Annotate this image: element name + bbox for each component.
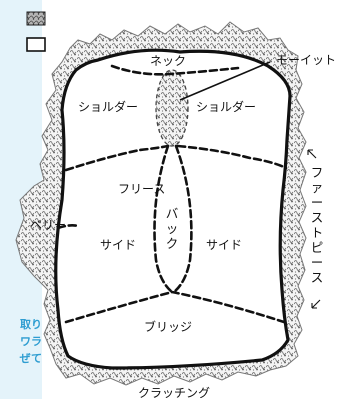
neck-line: [110, 64, 240, 76]
label-fleece: フリース: [118, 182, 166, 196]
label-back: バック: [165, 206, 179, 251]
label-first-pieces: ファーストピース: [310, 165, 324, 285]
label-side-right: サイド: [206, 238, 243, 252]
label-side-left: サイド: [100, 238, 137, 252]
moit-region: [155, 69, 189, 147]
section-lines: [56, 64, 288, 324]
body-swatch: [26, 37, 46, 52]
arrow-down: [311, 299, 321, 309]
label-moit: モーイット: [276, 53, 337, 67]
label-breech: ブリッジ: [144, 320, 193, 334]
label-crutching: クラッチング: [138, 386, 211, 400]
wool-texture-swatch: [26, 11, 46, 26]
shoulder-line-left: [64, 144, 170, 172]
first-piece-arrows: [307, 149, 321, 309]
shoulder-line-right: [176, 144, 288, 170]
side-note-line-2: ワラ: [20, 335, 42, 348]
arrow-up: [307, 149, 317, 159]
fleece-body-outline: [54, 48, 292, 370]
label-shoulder-right: ショルダー: [196, 100, 257, 114]
label-shoulder-left: ショルダー: [78, 100, 139, 114]
label-neck: ネック: [150, 54, 187, 68]
side-note-line-1: 取り: [20, 318, 42, 331]
belly-line: [56, 224, 80, 230]
side-note-line-3: ぜて: [19, 352, 42, 365]
back-line-right: [172, 144, 193, 294]
breech-line: [64, 290, 286, 324]
label-belly: ベリー: [30, 218, 67, 232]
back-line-left: [153, 144, 174, 294]
moit-pointer: [179, 61, 271, 101]
